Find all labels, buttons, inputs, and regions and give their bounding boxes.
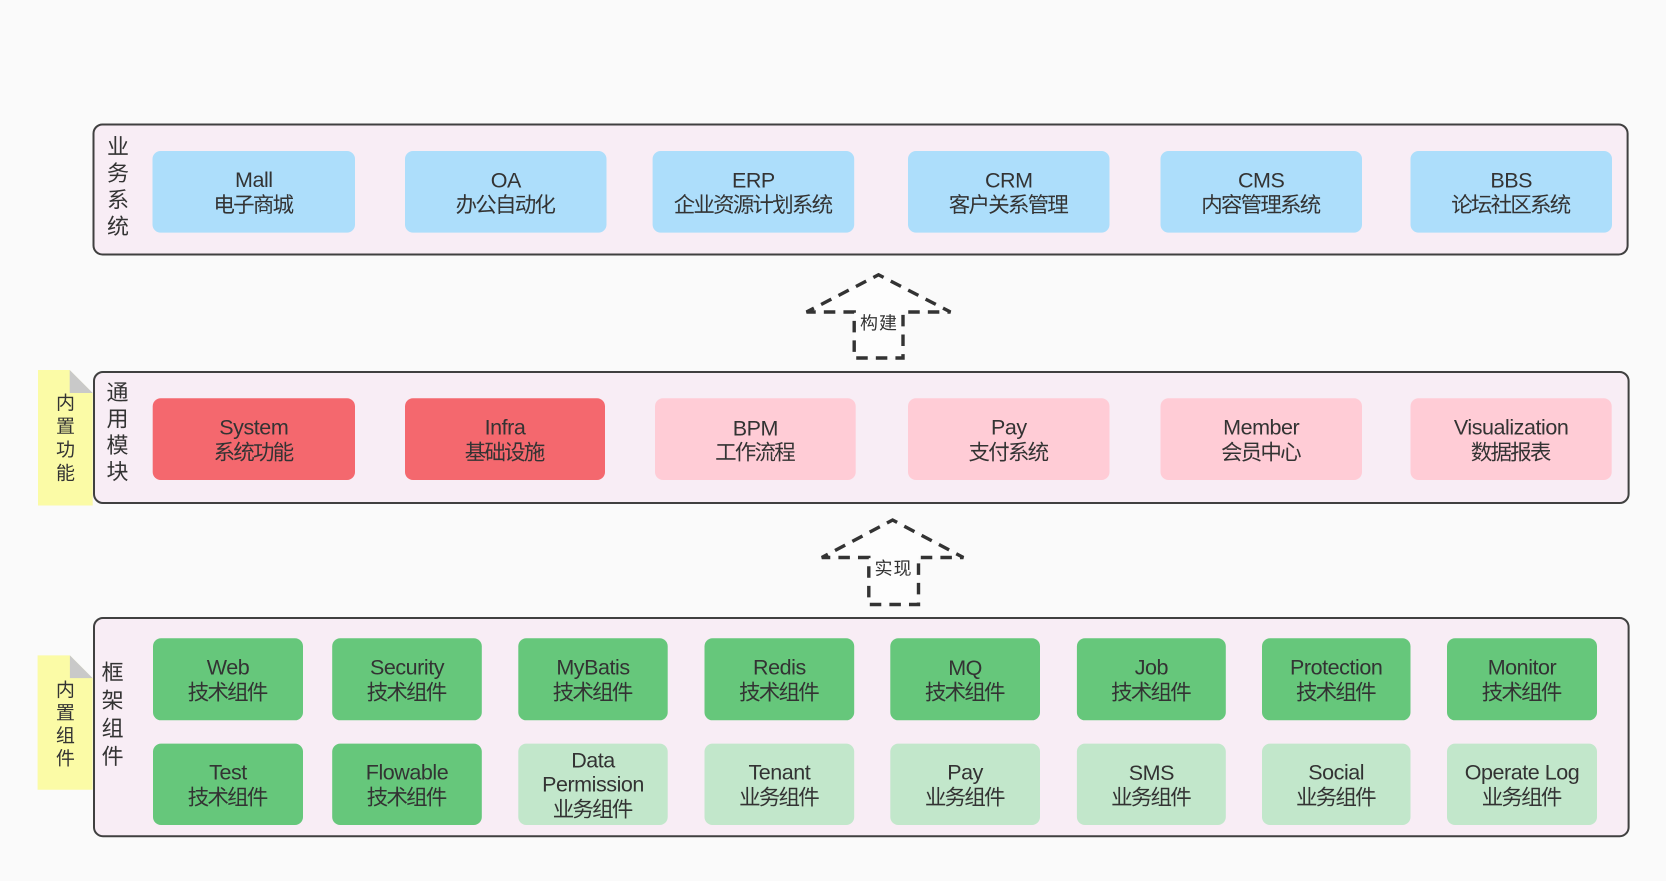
svg-text:Operate Log: Operate Log [1465, 761, 1580, 785]
svg-text:Member: Member [1223, 416, 1299, 440]
svg-text:Security: Security [370, 656, 445, 680]
svg-text:CMS: CMS [1238, 169, 1285, 193]
svg-text:Pay: Pay [947, 761, 983, 785]
svg-text:BPM: BPM [733, 416, 778, 440]
svg-text:Infra: Infra [485, 416, 526, 440]
svg-text:Permission: Permission [542, 773, 644, 797]
svg-text:Web: Web [207, 656, 250, 680]
svg-text:OA: OA [491, 169, 522, 193]
svg-text:Monitor: Monitor [1488, 656, 1557, 680]
svg-text:Data: Data [571, 749, 615, 773]
svg-text:Visualization: Visualization [1454, 416, 1568, 440]
svg-text:Redis: Redis [753, 656, 806, 680]
svg-text:Job: Job [1135, 656, 1169, 680]
svg-text:Mall: Mall [235, 168, 273, 192]
svg-text:Test: Test [209, 761, 247, 785]
svg-text:Protection: Protection [1290, 656, 1382, 680]
svg-text:MQ: MQ [948, 656, 982, 680]
svg-text:BBS: BBS [1490, 169, 1532, 193]
svg-text:Social: Social [1308, 761, 1364, 785]
svg-text:Pay: Pay [991, 416, 1027, 440]
svg-text:System: System [219, 416, 288, 440]
svg-text:Flowable: Flowable [366, 761, 448, 785]
svg-text:CRM: CRM [985, 169, 1033, 193]
svg-text:MyBatis: MyBatis [556, 656, 629, 680]
svg-text:Tenant: Tenant [748, 761, 810, 785]
svg-text:SMS: SMS [1129, 761, 1174, 785]
svg-text:ERP: ERP [732, 169, 775, 193]
